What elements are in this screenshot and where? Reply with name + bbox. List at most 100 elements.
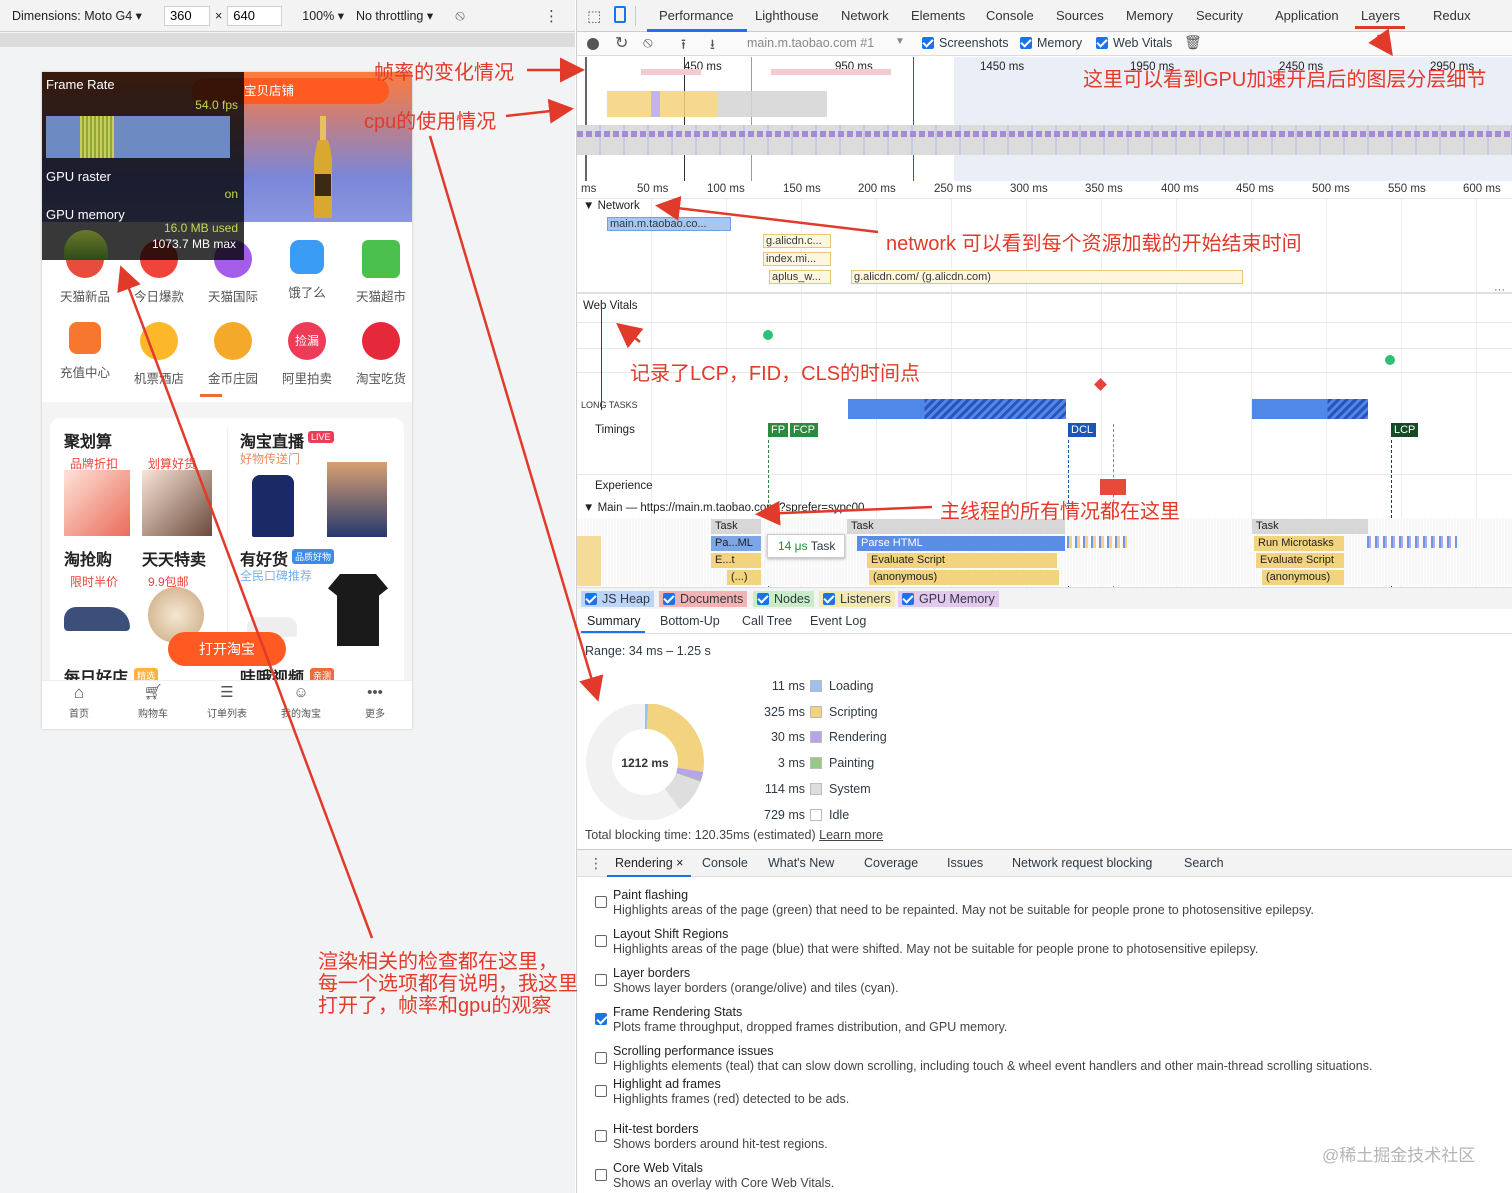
upload-icon[interactable]: ⭱	[681, 36, 686, 52]
network-request[interactable]: index.mi...	[763, 252, 831, 266]
product-image[interactable]	[64, 470, 130, 536]
category-item[interactable]: 天猫超市	[344, 240, 412, 305]
section-title[interactable]: 淘抢购	[64, 552, 113, 569]
tab-console[interactable]: Console	[986, 8, 1034, 23]
rendering-option-checkbox[interactable]	[595, 1052, 607, 1064]
tab-redux[interactable]: Redux	[1433, 8, 1471, 23]
section-title[interactable]: 聚划算	[64, 434, 113, 451]
tab-network[interactable]: Network	[841, 8, 889, 23]
long-task[interactable]	[1252, 399, 1368, 419]
category-item[interactable]: 淘宝吃货	[344, 322, 412, 387]
reload-icon[interactable]: ↻	[615, 35, 629, 52]
tab-issues[interactable]: Issues	[947, 856, 984, 870]
tab-layers[interactable]: Layers	[1361, 8, 1401, 23]
rendering-option-checkbox[interactable]	[595, 935, 607, 947]
tab-coverage[interactable]: Coverage	[864, 856, 919, 870]
flame-parse-html[interactable]: Parse HTML	[857, 536, 1065, 551]
flame-eval[interactable]: Evaluate Script	[867, 553, 1057, 568]
fcp-marker[interactable]: FCP	[790, 423, 818, 437]
fp-marker[interactable]: FP	[768, 423, 789, 437]
dcl-marker[interactable]: DCL	[1068, 423, 1097, 437]
screenshots-checkbox[interactable]: Screenshots	[922, 36, 1008, 50]
tab-sources[interactable]: Sources	[1056, 8, 1104, 23]
tab-memory[interactable]: Memory	[1126, 8, 1173, 23]
inspect-icon[interactable]: ⬚	[587, 8, 602, 25]
trash-icon[interactable]: 🗑︎	[1184, 34, 1202, 50]
section-title[interactable]: 淘宝直播	[240, 434, 305, 451]
tab-summary[interactable]: Summary	[587, 614, 641, 628]
counter-gpu-memory[interactable]: GPU Memory	[898, 591, 999, 607]
flame-anon[interactable]: (anonymous)	[869, 570, 1059, 585]
category-item[interactable]: 捡漏阿里拍卖	[270, 322, 344, 387]
more-vert-icon[interactable]: ⋮	[544, 7, 559, 25]
flame-anon[interactable]: (anonymous)	[1262, 570, 1344, 585]
network-request[interactable]: g.alicdn.com/ (g.alicdn.com)	[851, 270, 1243, 284]
network-request[interactable]: main.m.taobao.co...	[607, 217, 731, 231]
nav-home[interactable]: ⌂首页	[42, 681, 116, 729]
rendering-option-checkbox[interactable]	[595, 1013, 607, 1025]
device-select[interactable]: Dimensions: Moto G4 ▾	[12, 9, 142, 23]
vital-marker[interactable]	[1385, 355, 1395, 365]
tab-search[interactable]: Search	[1184, 856, 1224, 870]
nav-mine[interactable]: ☺我的淘宝	[264, 681, 338, 729]
network-track-label[interactable]: ▼ Network	[583, 200, 640, 212]
tab-elements[interactable]: Elements	[911, 8, 966, 23]
long-task[interactable]	[848, 399, 1066, 419]
tab-security[interactable]: Security	[1196, 8, 1243, 23]
category-item[interactable]: 充值中心	[48, 322, 122, 387]
nav-more[interactable]: •••更多	[338, 681, 412, 729]
lcp-marker[interactable]: LCP	[1391, 423, 1419, 437]
tab-bottom-up[interactable]: Bottom-Up	[660, 614, 720, 628]
product-image[interactable]	[328, 574, 388, 646]
open-taobao-button[interactable]: 打开淘宝	[168, 632, 286, 666]
throttling-select[interactable]: No throttling ▾	[355, 9, 434, 23]
record-icon[interactable]	[587, 38, 599, 50]
category-item[interactable]: 机票酒店	[122, 322, 196, 387]
tab-whats-new[interactable]: What's New	[768, 856, 835, 870]
more-horiz-icon[interactable]: ···	[1494, 284, 1505, 296]
tab-performance[interactable]: Performance	[659, 8, 734, 23]
network-request[interactable]: g.alicdn.c...	[763, 234, 831, 248]
layout-shift[interactable]	[1100, 479, 1126, 495]
tab-request-blocking[interactable]: Network request blocking	[1012, 856, 1153, 870]
product-image[interactable]	[64, 607, 130, 631]
rendering-option-checkbox[interactable]	[595, 1085, 607, 1097]
web-vitals-checkbox[interactable]: Web Vitals	[1096, 36, 1172, 50]
memory-checkbox[interactable]: Memory	[1020, 36, 1082, 50]
flame-microtasks[interactable]: Run Microtasks	[1254, 536, 1344, 551]
flame-parse[interactable]: Pa...ML	[711, 536, 761, 551]
flame-task[interactable]: Task	[847, 519, 1065, 534]
download-icon[interactable]: ⭳	[710, 36, 715, 52]
width-input[interactable]	[163, 5, 210, 26]
product-image[interactable]	[142, 470, 212, 536]
clear-icon[interactable]: ⦸	[643, 34, 653, 51]
rendering-option-checkbox[interactable]	[595, 1130, 607, 1142]
rendering-option-checkbox[interactable]	[595, 1169, 607, 1181]
tab-lighthouse[interactable]: Lighthouse	[755, 8, 819, 23]
flame-eval[interactable]: Evaluate Script	[1256, 553, 1344, 568]
rendering-option-checkbox[interactable]	[595, 974, 607, 986]
drawer-menu-icon[interactable]: ⋮	[589, 855, 603, 871]
vital-marker[interactable]	[763, 330, 773, 340]
tab-event-log[interactable]: Event Log	[810, 614, 867, 628]
flame-task[interactable]: Task	[1252, 519, 1368, 534]
zoom-select[interactable]: 100% ▾	[302, 9, 344, 23]
height-input[interactable]	[227, 5, 283, 26]
section-title[interactable]: 天天特卖	[142, 552, 207, 569]
rendering-option-checkbox[interactable]	[595, 896, 607, 908]
tab-rendering[interactable]: Rendering ×	[615, 856, 684, 870]
flame-eval[interactable]: E...t	[711, 553, 761, 568]
tab-application[interactable]: Application	[1275, 8, 1339, 23]
nav-cart[interactable]: 🛒︎购物车	[116, 681, 190, 729]
tab-call-tree[interactable]: Call Tree	[742, 614, 793, 628]
category-item[interactable]: 饿了么	[270, 240, 344, 305]
tab-console-drawer[interactable]: Console	[702, 856, 748, 870]
counter-listeners[interactable]: Listeners	[819, 591, 895, 607]
learn-more-link[interactable]: Learn more	[819, 828, 884, 842]
recording-select[interactable]: main.m.taobao.com #1	[747, 36, 875, 50]
main-thread-label[interactable]: ▼ Main — https://main.m.taobao.com/?spre…	[583, 502, 865, 514]
counter-nodes[interactable]: Nodes	[753, 591, 815, 607]
category-item[interactable]: 金币庄园	[196, 322, 270, 387]
counter-documents[interactable]: Documents	[659, 591, 748, 607]
chevron-down-icon[interactable]: ▼	[895, 36, 905, 47]
